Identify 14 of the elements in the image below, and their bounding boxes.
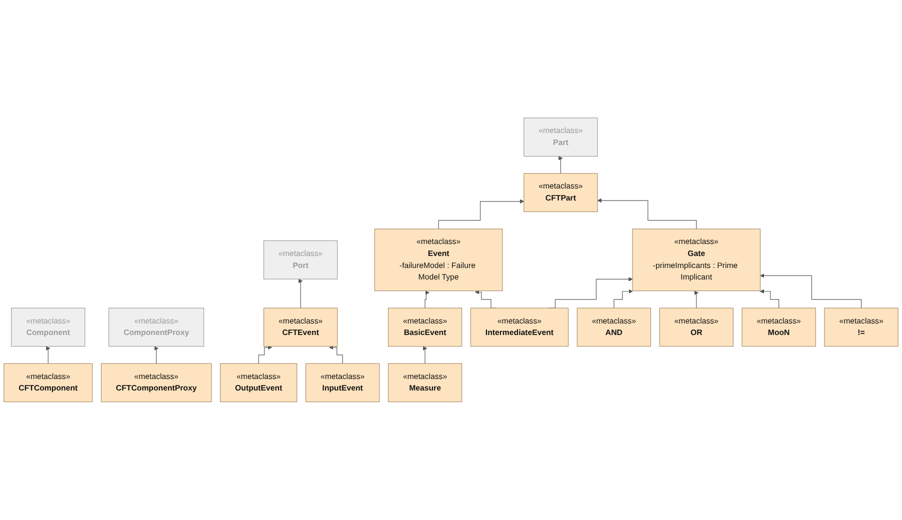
arrow [597, 198, 697, 230]
arrow [760, 289, 780, 308]
arrow [329, 345, 343, 364]
arrow [154, 346, 158, 364]
arrow [694, 290, 699, 308]
arrow [424, 290, 430, 308]
arrow [46, 346, 50, 364]
arrow [558, 156, 563, 174]
arrow [298, 278, 303, 308]
arrow [422, 346, 428, 364]
arrow [258, 345, 272, 364]
arrow [438, 199, 524, 230]
arrow [614, 289, 633, 308]
arrow [760, 274, 862, 308]
